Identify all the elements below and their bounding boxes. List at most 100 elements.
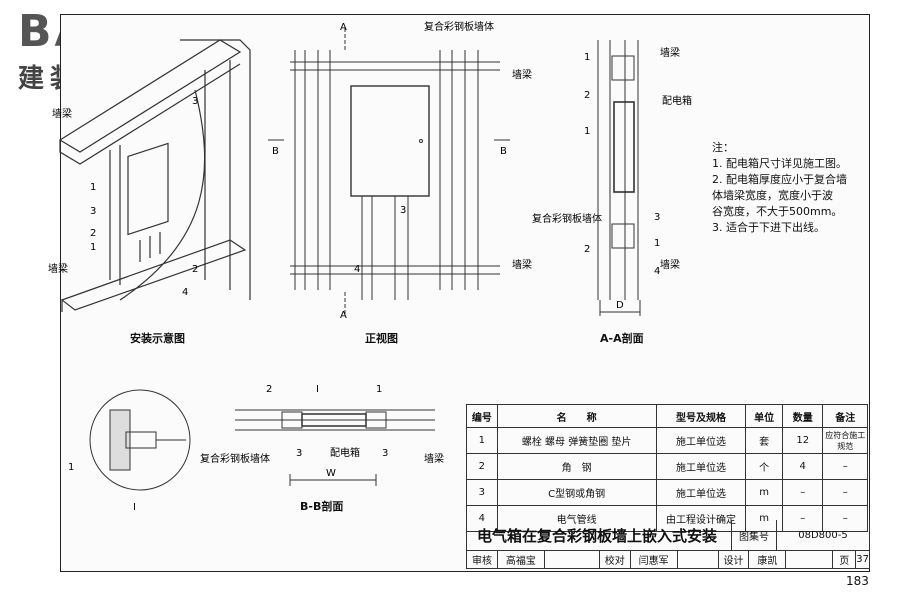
install-label-beam-top: 墙梁 — [52, 107, 72, 120]
install-callout-2: 1 — [90, 182, 96, 193]
table-row: 3 C型钢或角钢 施工单位选 m – – — [466, 479, 868, 506]
cell: 4 — [781, 453, 824, 480]
atlas-label: 图集号 — [731, 520, 776, 550]
caption-section-bb: B-B剖面 — [300, 500, 344, 513]
bb-label-box: 配电箱 — [330, 446, 360, 459]
note-line-5: 3. 适合于下进下出线。 — [712, 221, 825, 234]
parts-table: 编号 名 称 型号及规格 单位 数量 备注 1 螺栓 螺母 弹簧垫圈 垫片 施工… — [466, 404, 868, 532]
drawing-title: 电气箱在复合彩钢板墙上嵌入式安装 — [477, 526, 718, 545]
signature-mark — [786, 550, 834, 568]
sign-block: 审核 高福宝 校对 闫惠军 设计 康凯 页 37 — [466, 550, 870, 569]
cell: 1 — [466, 427, 498, 454]
section-bb-view — [235, 409, 435, 486]
bb-dim-w: W — [326, 468, 336, 479]
aa-label-beam-top: 墙梁 — [660, 46, 680, 59]
page-number: 183 — [846, 574, 869, 588]
cell: – — [781, 479, 824, 506]
sign-design-name: 康凯 — [749, 550, 787, 568]
install-view — [58, 39, 251, 312]
cell: 应符合施工规范 — [822, 427, 868, 454]
th-spec: 型号及规格 — [655, 404, 747, 428]
section-aa-view — [597, 40, 641, 316]
cell: 角 钢 — [496, 453, 657, 480]
install-callout-1: 3 — [192, 96, 198, 107]
cell: 施工单位选 — [655, 479, 747, 506]
cell: 施工单位选 — [655, 453, 747, 480]
sign-review-name: 高福宝 — [498, 550, 545, 568]
cell: 3 — [466, 479, 498, 506]
aa-callout-3: 1 — [584, 126, 590, 137]
th-note: 备注 — [822, 404, 868, 428]
install-label-beam-bottom: 墙梁 — [48, 262, 68, 275]
atlas-number: 08D800-5 — [776, 520, 869, 550]
detail-i-callout: 1 — [68, 462, 74, 473]
detail-i-view — [89, 389, 191, 491]
notes-title: 注： — [712, 141, 734, 154]
aa-callout-5: 2 — [584, 244, 590, 255]
cell: C型钢或角钢 — [496, 479, 657, 506]
sign-review-label: 审核 — [467, 550, 498, 568]
aa-callout-7: 4 — [654, 266, 660, 277]
install-callout-7: 4 — [182, 287, 188, 298]
sign-design-label: 设计 — [719, 550, 750, 568]
install-callout-6: 2 — [192, 264, 198, 275]
front-section-b-right: B — [500, 146, 507, 157]
front-section-a-top: A — [340, 22, 347, 33]
caption-front: 正视图 — [365, 332, 398, 345]
page-number-block: 37 — [856, 553, 869, 565]
cell: 螺栓 螺母 弹簧垫圈 垫片 — [496, 427, 657, 454]
note-line-3: 体墙梁宽度，宽度小于波 — [712, 189, 833, 202]
detail-i-label: I — [133, 502, 136, 513]
note-line-1: 1. 配电箱尺寸详见施工图。 — [712, 157, 847, 170]
table-header-row: 编号 名 称 型号及规格 单位 数量 备注 — [466, 404, 868, 428]
cell: m — [745, 479, 783, 506]
notes: 注： 1. 配电箱尺寸详见施工图。 2. 配电箱厚度应小于复合墙 体墙梁宽度，宽… — [712, 140, 862, 236]
front-label-wall2: 复合彩钢板墙体 — [532, 212, 602, 225]
aa-label-beam-bottom: 墙梁 — [660, 258, 680, 271]
table-row: 1 螺栓 螺母 弹簧垫圈 垫片 施工单位选 套 12 应符合施工规范 — [466, 427, 868, 454]
caption-section-aa: A-A剖面 — [600, 332, 644, 345]
cell: 个 — [745, 453, 783, 480]
table-row: 4 电气管线 由工程设计确定 m – – — [466, 505, 868, 532]
cell: – — [822, 479, 868, 506]
front-callout-4: 4 — [354, 264, 360, 275]
front-view — [268, 28, 510, 316]
aa-callout-6: 1 — [654, 238, 660, 249]
front-label-wall: 复合彩钢板墙体 — [424, 20, 494, 33]
aa-callout-4: 3 — [654, 212, 660, 223]
th-name: 名 称 — [496, 404, 657, 428]
cell: 套 — [745, 427, 783, 454]
note-line-2: 2. 配电箱厚度应小于复合墙 — [712, 173, 847, 186]
front-callout-3: 3 — [400, 205, 406, 216]
bb-callout-2: 2 — [266, 384, 272, 395]
install-callout-5: 1 — [90, 242, 96, 253]
bb-label-wall: 复合彩钢板墙体 — [200, 452, 270, 465]
aa-label-box: 配电箱 — [662, 94, 692, 107]
aa-dim-d: D — [616, 300, 624, 311]
aa-callout-1: 1 — [584, 52, 590, 63]
cell: 电气管线 — [496, 505, 657, 532]
cell: – — [822, 505, 868, 532]
th-qty: 数量 — [781, 404, 824, 428]
install-callout-3: 3 — [90, 206, 96, 217]
th-no: 编号 — [466, 404, 498, 428]
signature-mark — [678, 550, 719, 568]
sign-check-name: 闫惠军 — [631, 550, 678, 568]
cell: 4 — [466, 505, 498, 532]
aa-callout-2: 2 — [584, 90, 590, 101]
signature-mark — [545, 550, 600, 568]
cell: 2 — [466, 453, 498, 480]
th-unit: 单位 — [745, 404, 783, 428]
bb-callout-1: 1 — [376, 384, 382, 395]
front-label-beam-top: 墙梁 — [512, 68, 532, 81]
bb-callout-3a: 3 — [296, 448, 302, 459]
front-label-beam-bottom: 墙梁 — [512, 258, 532, 271]
bb-callout-i: I — [316, 384, 319, 395]
caption-install: 安装示意图 — [130, 332, 185, 345]
bb-callout-3b: 3 — [382, 448, 388, 459]
front-section-b-left: B — [272, 146, 279, 157]
cell: – — [781, 505, 824, 532]
cell: – — [822, 453, 868, 480]
cell: 12 — [781, 427, 824, 454]
